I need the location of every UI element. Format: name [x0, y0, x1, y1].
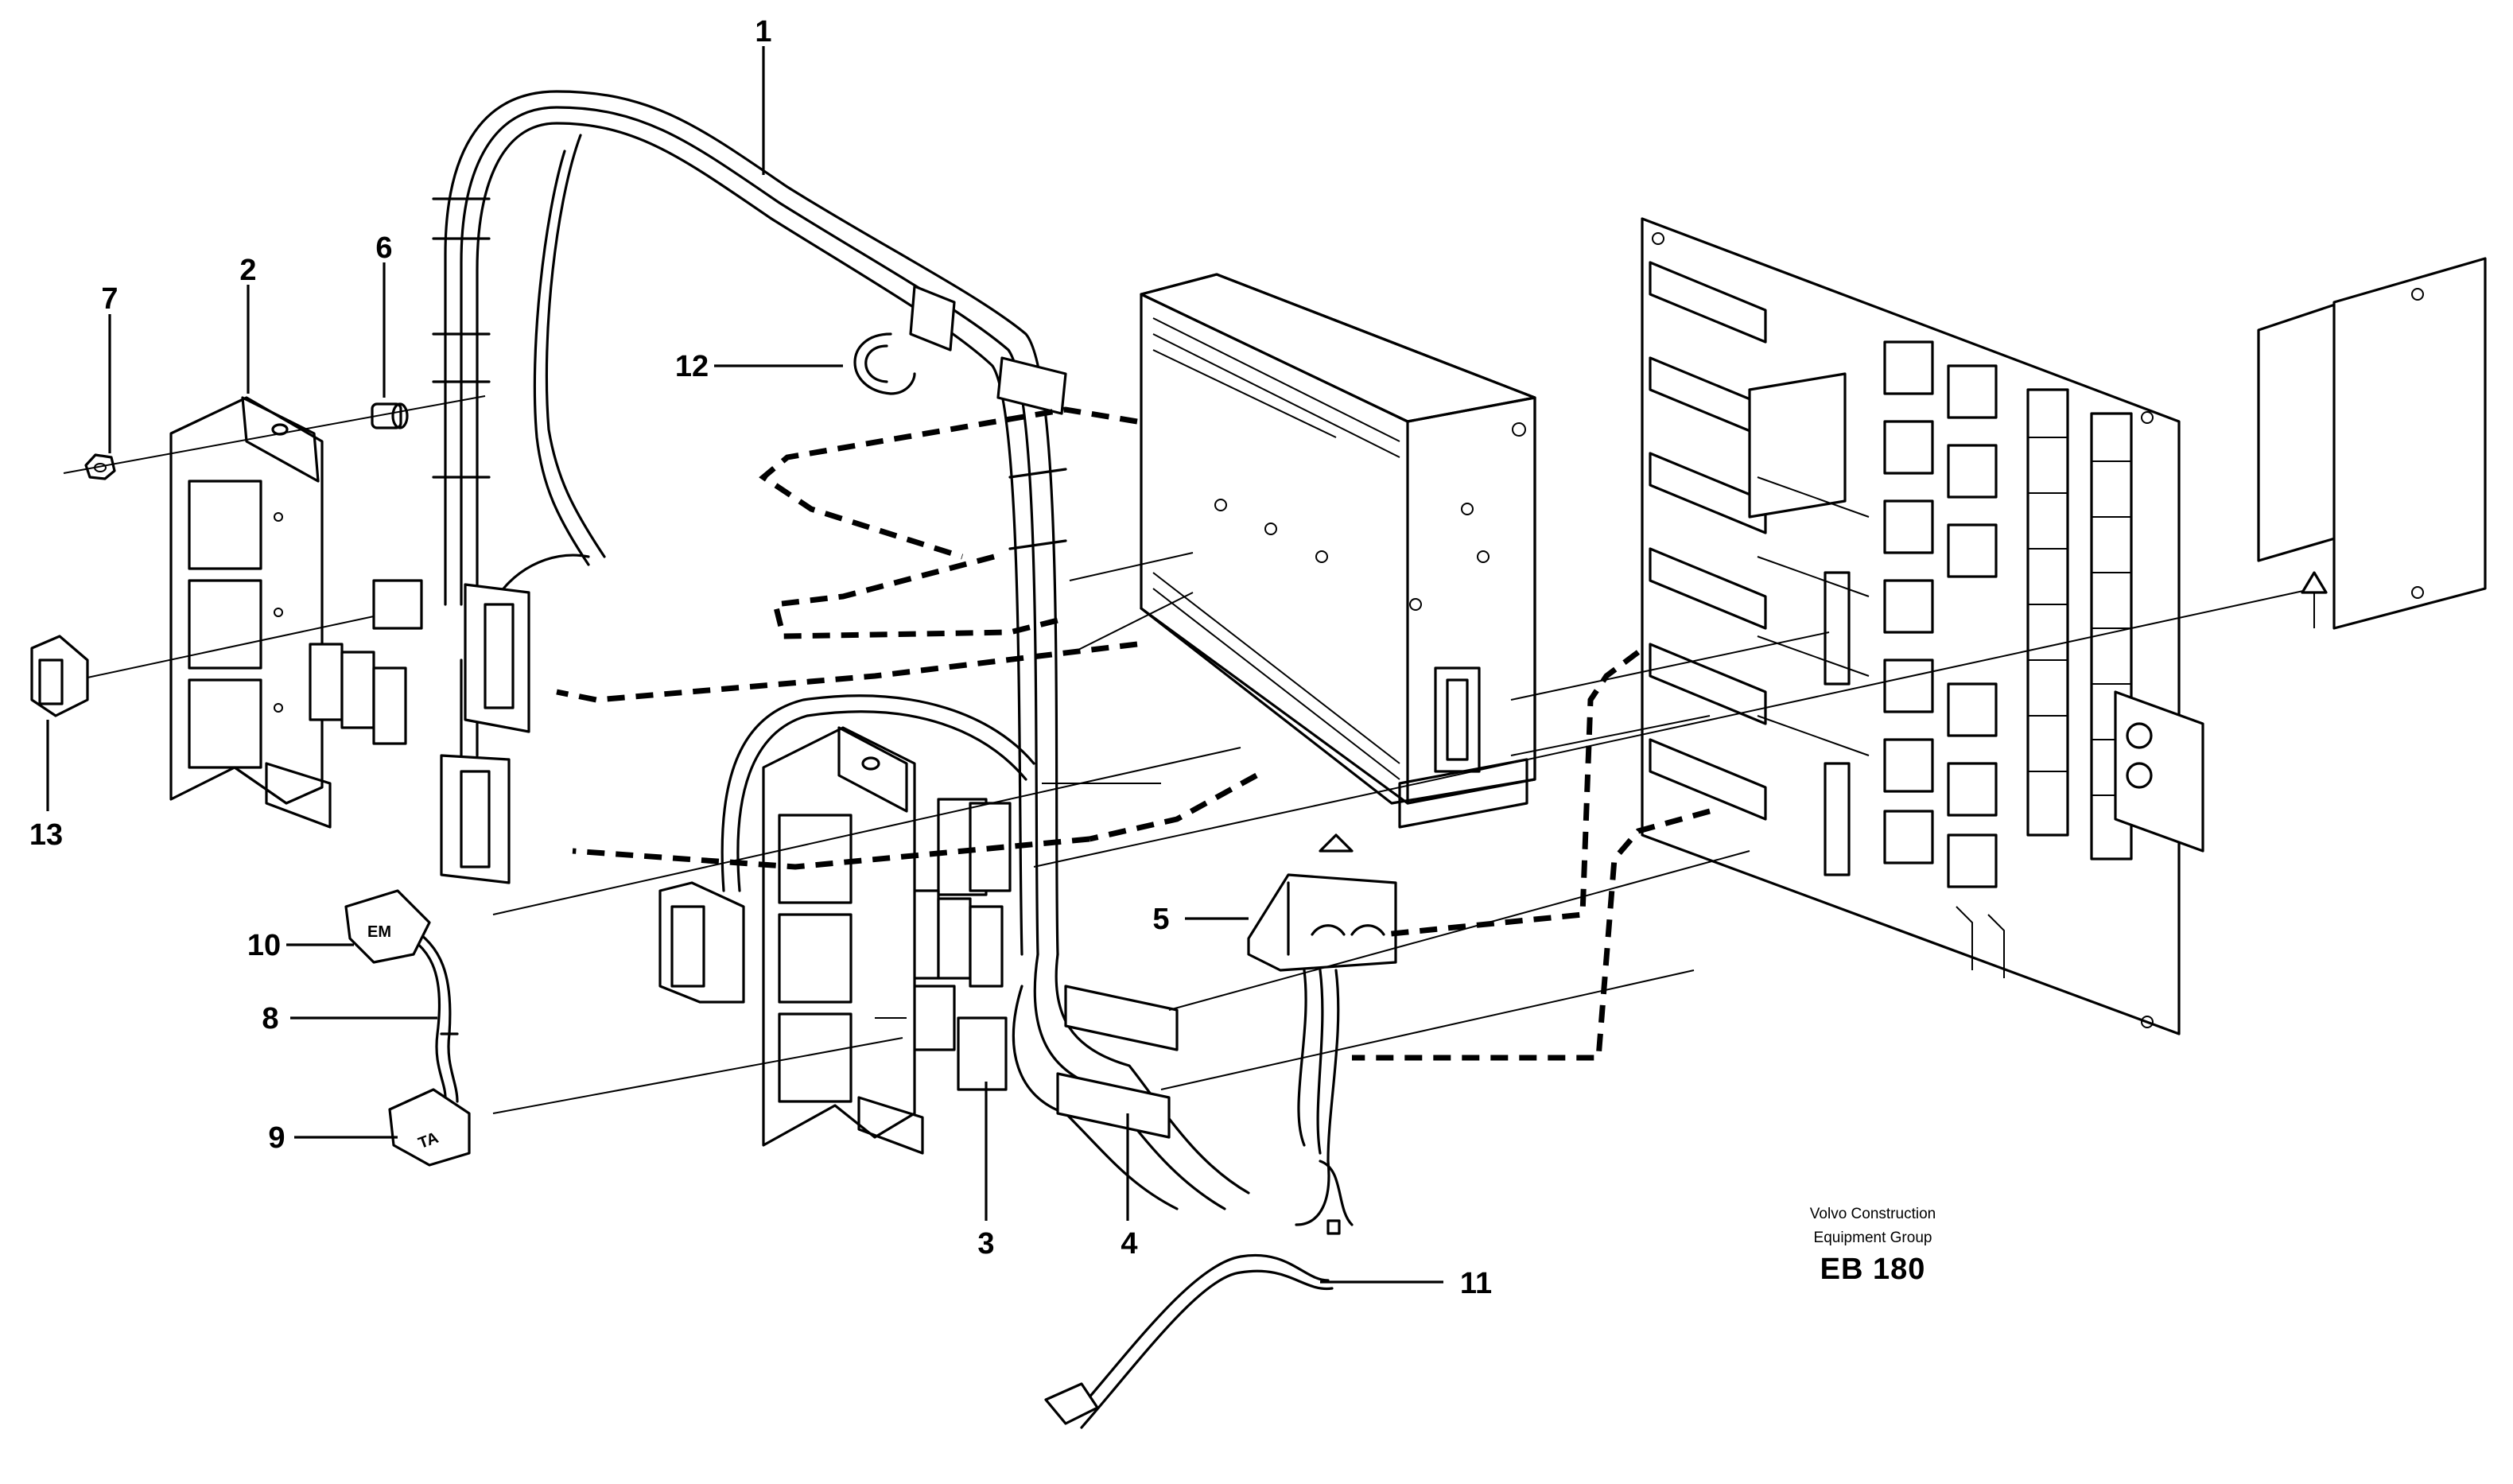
callout-12: 12	[675, 350, 709, 383]
control-unit-housing	[1140, 273, 1536, 829]
callout-5: 5	[1152, 903, 1169, 936]
stamp-company-line2: Equipment Group	[1814, 1230, 1932, 1246]
relay-bracket-center	[658, 726, 924, 1155]
callout-4: 4	[1121, 1227, 1137, 1261]
spacer-part-6	[371, 402, 409, 429]
connector-part-5	[1247, 833, 1397, 1235]
clip-part-12	[853, 332, 916, 395]
circuit-board	[1641, 217, 2204, 1035]
callout-13: 13	[29, 818, 63, 852]
relay-bracket-left	[169, 396, 332, 829]
drawing-stamp: Volvo Construction Equipment Group EB 18…	[1810, 1206, 1936, 1286]
connector-part-13	[30, 635, 89, 717]
callout-6: 6	[375, 231, 392, 265]
callout-numbers: 1 2 3 4 5 6 7 8 9 10 11 12 13	[29, 15, 1492, 1300]
callout-10: 10	[247, 929, 281, 962]
callout-leaders	[46, 46, 1443, 1284]
cover-plate	[2257, 257, 2487, 630]
callout-2: 2	[239, 254, 256, 287]
callout-11: 11	[1460, 1267, 1492, 1300]
cable-part-11	[1044, 1253, 1334, 1429]
sub-harness-part-8: EM TA	[344, 889, 471, 1167]
main-wiring-harness	[309, 90, 1250, 1210]
callout-9: 9	[268, 1121, 285, 1155]
callout-8: 8	[262, 1002, 278, 1035]
connector-tag-em: EM	[367, 923, 391, 941]
fuse-strip	[2026, 388, 2133, 860]
callout-1: 1	[755, 15, 771, 49]
stamp-drawing-code: EB 180	[1820, 1253, 1926, 1286]
callout-3: 3	[977, 1227, 994, 1261]
routing-lines	[492, 406, 2328, 1114]
callout-7: 7	[101, 282, 118, 316]
stamp-company-line1: Volvo Construction	[1810, 1206, 1936, 1222]
